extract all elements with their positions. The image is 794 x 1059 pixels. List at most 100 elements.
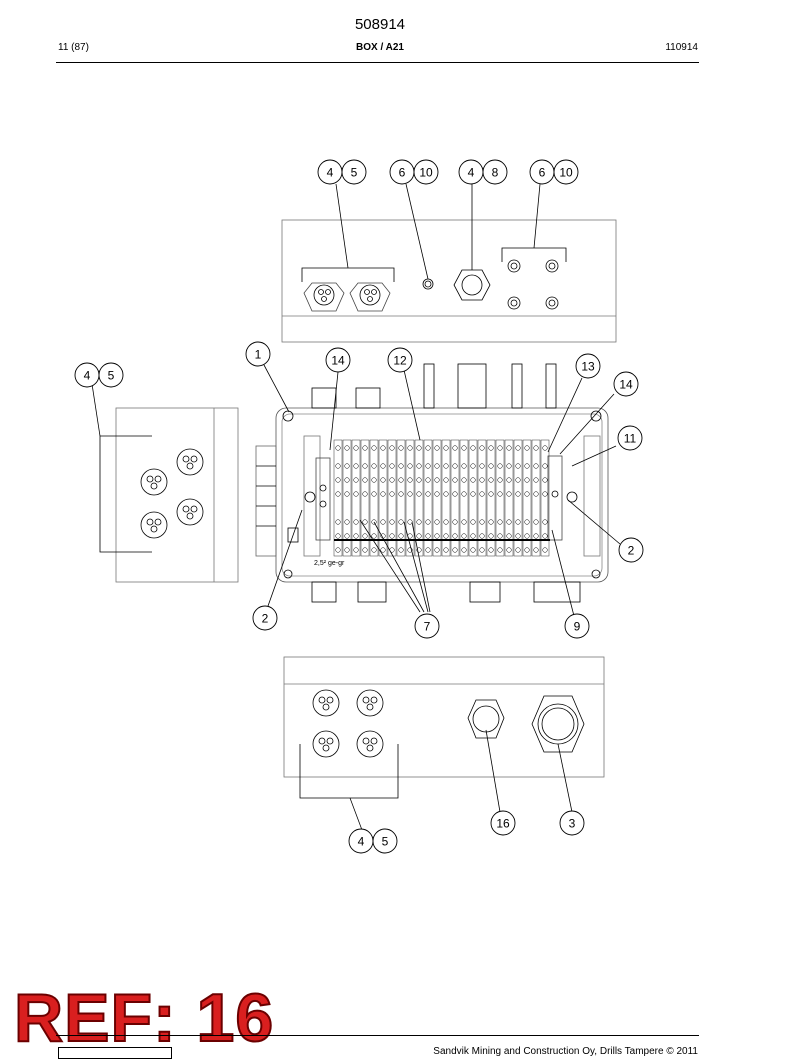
terminal-screw (434, 547, 440, 553)
terminal-screw (479, 519, 485, 525)
terminal-screw (488, 519, 494, 525)
terminal-screw (389, 463, 395, 469)
terminal-screw (416, 547, 422, 553)
terminal-screw (362, 547, 368, 553)
terminal-screw (515, 533, 521, 539)
terminal-screw (380, 519, 386, 525)
callout-label: 2 (628, 544, 635, 558)
terminal-screw (398, 533, 404, 539)
terminal-screw (434, 491, 440, 497)
terminal-screw (452, 519, 458, 525)
terminal-screw (344, 477, 350, 483)
terminal-screw (443, 477, 449, 483)
wire-label: 2,5² ge-gr (314, 560, 345, 567)
terminal-screw (425, 547, 431, 553)
terminal-screw (425, 445, 431, 451)
terminal-screw (434, 519, 440, 525)
terminal-screw (389, 533, 395, 539)
terminal-screw (506, 533, 512, 539)
top-view (281, 183, 617, 343)
terminal-block (477, 439, 487, 557)
terminal-screw (353, 463, 359, 469)
terminal-screw (497, 477, 503, 483)
terminal-screw (434, 463, 440, 469)
callout-c-1: 1 (245, 341, 271, 367)
terminal-screw (461, 477, 467, 483)
terminal-block (351, 439, 361, 557)
terminal-screw (335, 463, 341, 469)
terminal-screw (515, 491, 521, 497)
callout-left-5: 5 (98, 362, 124, 388)
terminal-block (540, 439, 550, 557)
terminal-screw (533, 533, 539, 539)
terminal-strip (333, 439, 550, 557)
terminal-screw (416, 463, 422, 469)
callout-label: 5 (351, 166, 358, 180)
terminal-screw (335, 477, 341, 483)
terminal-screw (488, 533, 494, 539)
terminal-screw (506, 547, 512, 553)
gland-icon (349, 282, 391, 312)
callout-label: 4 (468, 166, 475, 180)
terminal-screw (533, 547, 539, 553)
terminal-screw (398, 491, 404, 497)
terminal-screw (452, 491, 458, 497)
terminal-screw (533, 491, 539, 497)
terminal-screw (344, 547, 350, 553)
terminal-screw (344, 533, 350, 539)
terminal-screw (443, 519, 449, 525)
terminal-screw (452, 547, 458, 553)
terminal-screw (524, 533, 530, 539)
terminal-screw (470, 491, 476, 497)
terminal-screw (416, 477, 422, 483)
terminal-screw (335, 547, 341, 553)
terminal-screw (506, 463, 512, 469)
ref-watermark: REF: 16 (13, 980, 275, 1056)
terminal-screw (362, 445, 368, 451)
document-number: 508914 (354, 16, 406, 33)
terminal-block (387, 439, 397, 557)
terminal-screw (443, 463, 449, 469)
callout-label: 11 (624, 432, 637, 446)
terminal-block (504, 439, 514, 557)
callout-top-5: 5 (341, 159, 367, 185)
gland-icon (303, 282, 345, 312)
callout-label: 4 (84, 369, 91, 383)
terminal-block (396, 439, 406, 557)
header-code: 110914 (665, 42, 698, 53)
callout-top-4b: 4 (458, 159, 484, 185)
terminal-screw (479, 445, 485, 451)
callout-top-4: 4 (317, 159, 343, 185)
terminal-screw (407, 477, 413, 483)
terminal-block (441, 439, 451, 557)
terminal-screw (443, 533, 449, 539)
terminal-screw (443, 491, 449, 497)
terminal-screw (425, 463, 431, 469)
terminal-screw (353, 519, 359, 525)
terminal-screw (479, 533, 485, 539)
terminal-screw (461, 491, 467, 497)
terminal-screw (380, 491, 386, 497)
callout-bot-16: 16 (490, 810, 516, 836)
callout-bot-5: 5 (372, 828, 398, 854)
terminal-screw (398, 477, 404, 483)
terminal-block (513, 439, 523, 557)
terminal-screw (497, 533, 503, 539)
callout-c-11: 11 (617, 425, 643, 451)
terminal-screw (542, 491, 548, 497)
terminal-screw (497, 547, 503, 553)
terminal-screw (353, 533, 359, 539)
logo (58, 1047, 172, 1059)
terminal-screw (542, 445, 548, 451)
terminal-screw (380, 463, 386, 469)
terminal-screw (434, 533, 440, 539)
callout-label: 14 (619, 378, 633, 392)
callout-label: 6 (539, 166, 546, 180)
terminal-screw (452, 477, 458, 483)
terminal-screw (398, 519, 404, 525)
terminal-screw (344, 491, 350, 497)
terminal-screw (362, 477, 368, 483)
terminal-screw (407, 463, 413, 469)
